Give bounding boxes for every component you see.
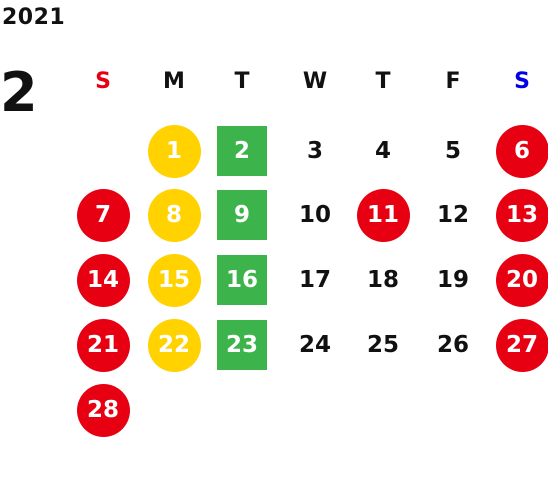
weekday-saturday: S: [514, 69, 530, 94]
day-cell: 8: [147, 188, 201, 242]
day-number: 19: [436, 266, 469, 293]
day-circle-marker: 21: [76, 318, 130, 372]
day-number: 26: [436, 331, 469, 358]
day-cell: 18: [356, 253, 410, 307]
day-number: 7: [94, 201, 111, 228]
day-cell: 7: [76, 188, 130, 242]
day-cell: 11: [356, 188, 410, 242]
day-square-marker: 23: [217, 320, 267, 370]
day-cell: 17: [288, 253, 342, 307]
day-number: 17: [298, 266, 331, 293]
day-circle-marker: 7: [76, 188, 130, 242]
day-number: 24: [298, 331, 331, 358]
weekday-thursday: T: [375, 69, 391, 94]
day-number: 11: [366, 201, 399, 228]
day-number: 23: [225, 331, 258, 358]
day-cell: 14: [76, 253, 130, 307]
day-cell: 20: [495, 253, 548, 307]
day-circle-marker: 11: [356, 188, 410, 242]
day-cell: 24: [288, 318, 342, 372]
day-circle-marker: 27: [495, 318, 548, 372]
day-cell: 23: [215, 318, 269, 372]
day-circle-marker: 8: [147, 188, 201, 242]
day-cell: 12: [426, 188, 480, 242]
day-cell: 9: [215, 188, 269, 242]
day-number: 20: [505, 266, 538, 293]
day-number: 6: [513, 137, 530, 164]
day-number: 9: [233, 201, 250, 228]
day-number: 5: [444, 137, 461, 164]
day-number: 10: [298, 201, 331, 228]
day-cell: 15: [147, 253, 201, 307]
day-number: 13: [505, 201, 538, 228]
day-cell: 22: [147, 318, 201, 372]
day-number: 21: [86, 331, 119, 358]
day-cell: 4: [356, 124, 410, 178]
day-cell: 28: [76, 383, 130, 437]
day-number: 25: [366, 331, 399, 358]
day-number: 4: [374, 137, 391, 164]
day-circle-marker: 28: [76, 383, 130, 437]
day-circle-marker: 20: [495, 253, 548, 307]
day-cell: 3: [288, 124, 342, 178]
weekday-tuesday: T: [234, 69, 250, 94]
day-square-marker: 16: [217, 255, 267, 305]
day-number: 15: [157, 266, 190, 293]
weekday-friday: F: [445, 69, 461, 94]
day-number: 28: [86, 396, 119, 423]
day-number: 8: [165, 201, 182, 228]
day-cell: 6: [495, 124, 548, 178]
day-number: 16: [225, 266, 258, 293]
day-number: 12: [436, 201, 469, 228]
day-number: 2: [233, 137, 250, 164]
day-cell: 27: [495, 318, 548, 372]
day-circle-marker: 6: [495, 124, 548, 178]
day-cell: 13: [495, 188, 548, 242]
day-cell: 21: [76, 318, 130, 372]
day-square-marker: 9: [217, 190, 267, 240]
day-circle-marker: 22: [147, 318, 201, 372]
day-cell: 2: [215, 124, 269, 178]
day-number: 22: [157, 331, 190, 358]
day-number: 14: [86, 266, 119, 293]
day-number: 18: [366, 266, 399, 293]
weekday-monday: M: [163, 69, 185, 94]
day-circle-marker: 15: [147, 253, 201, 307]
month-number: 2: [0, 61, 38, 124]
day-circle-marker: 14: [76, 253, 130, 307]
day-cell: 10: [288, 188, 342, 242]
weekday-sunday: S: [95, 69, 111, 94]
day-cell: 5: [426, 124, 480, 178]
day-number: 27: [505, 331, 538, 358]
day-number: 1: [165, 137, 182, 164]
day-square-marker: 2: [217, 126, 267, 176]
day-circle-marker: 13: [495, 188, 548, 242]
day-number: 3: [306, 137, 323, 164]
weekday-wednesday: W: [302, 69, 328, 94]
year-label: 2021: [2, 5, 66, 30]
day-cell: 1: [147, 124, 201, 178]
day-cell: 25: [356, 318, 410, 372]
day-cell: 19: [426, 253, 480, 307]
day-cell: 16: [215, 253, 269, 307]
day-circle-marker: 1: [147, 124, 201, 178]
day-cell: 26: [426, 318, 480, 372]
